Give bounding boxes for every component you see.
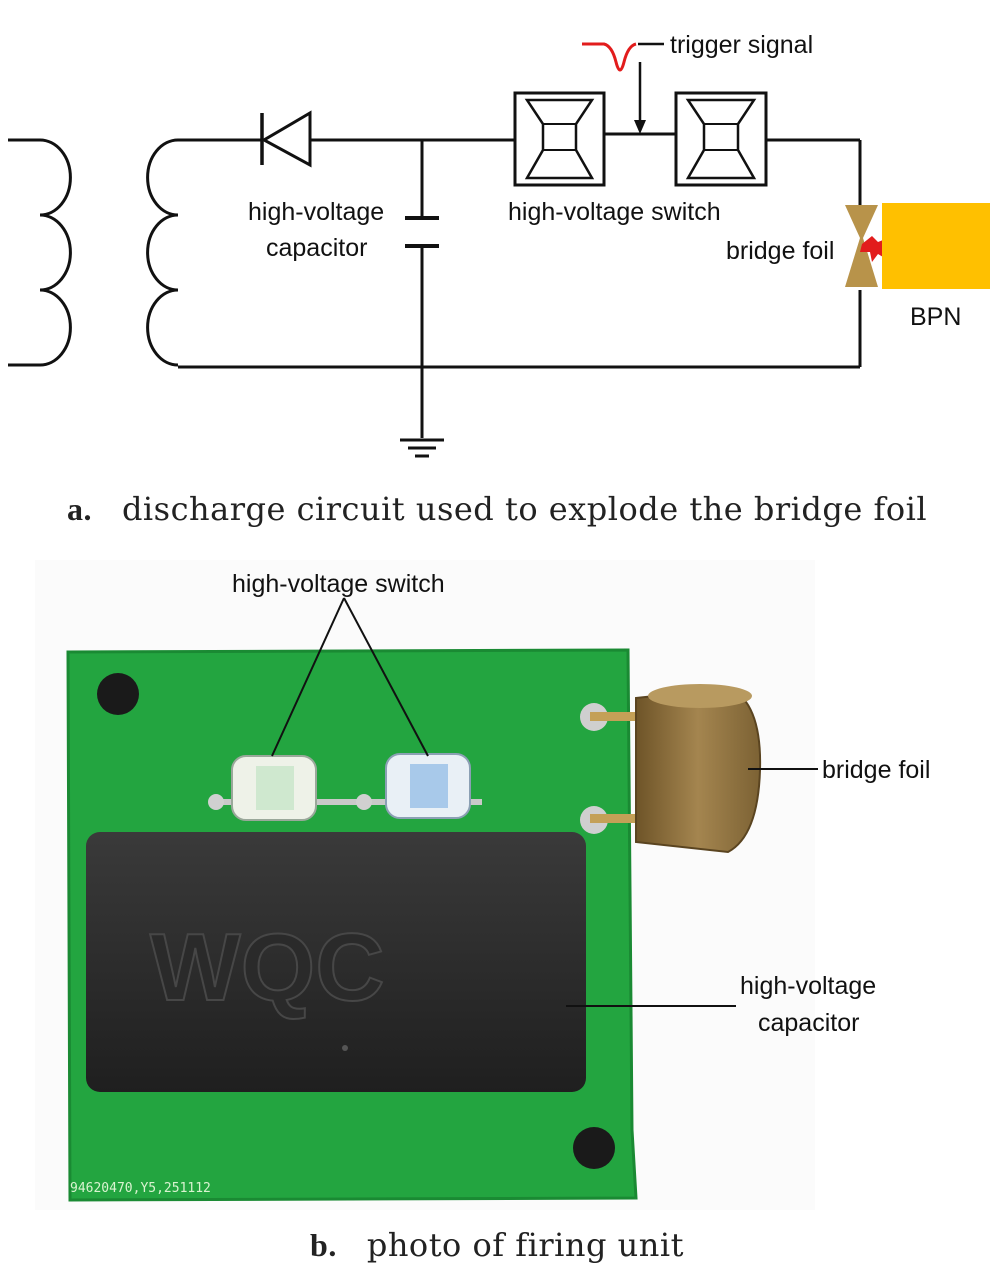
capacitor-block: WQC bbox=[86, 832, 586, 1092]
photo-label-capacitor-line2: capacitor bbox=[758, 1009, 859, 1037]
pcb-board: 94620470,Y5,251112 bbox=[66, 648, 638, 1202]
pointer-switch-2 bbox=[343, 597, 429, 757]
primary-coil bbox=[8, 138, 72, 367]
bpn-block bbox=[882, 203, 990, 289]
photo-label-bridge-foil: bridge foil bbox=[822, 756, 930, 784]
label-capacitor-line2: capacitor bbox=[266, 234, 367, 262]
circuit-diagram: trigger signal high-voltage switch high-… bbox=[8, 31, 990, 458]
mount-hole-bottom-right bbox=[573, 1127, 615, 1169]
ground-symbol bbox=[400, 438, 444, 458]
caption-a-letter: a. bbox=[66, 491, 92, 527]
capacitor-brand-text: WQC bbox=[150, 914, 385, 1021]
label-bridge-foil: bridge foil bbox=[726, 237, 834, 265]
caption-b-letter: b. bbox=[310, 1227, 337, 1263]
label-capacitor-line1: high-voltage bbox=[248, 198, 384, 226]
caption-a: a. discharge circuit used to explode the … bbox=[0, 490, 994, 528]
bridge-foil-connector bbox=[580, 684, 762, 854]
caption-b: b. photo of firing unit bbox=[0, 1226, 994, 1264]
switch-2-symbol bbox=[674, 91, 768, 187]
trigger-pulse-icon bbox=[582, 42, 637, 72]
switch-component-2 bbox=[356, 753, 482, 819]
photo-label-switch: high-voltage switch bbox=[232, 570, 445, 598]
mount-hole-top-left bbox=[97, 673, 139, 715]
pointer-switch-1 bbox=[271, 597, 345, 757]
caption-b-text: photo of firing unit bbox=[366, 1226, 684, 1264]
photo-label-capacitor-line1: high-voltage bbox=[740, 972, 876, 1000]
board-print-text: 94620470,Y5,251112 bbox=[70, 1181, 211, 1196]
diode-symbol bbox=[260, 110, 312, 168]
caption-a-text: discharge circuit used to explode the br… bbox=[121, 490, 928, 528]
label-trigger-signal: trigger signal bbox=[670, 31, 813, 59]
secondary-coil bbox=[146, 138, 179, 367]
bridge-foil-symbol bbox=[845, 205, 896, 287]
label-high-voltage-switch: high-voltage switch bbox=[508, 198, 721, 226]
switch-component-1 bbox=[208, 755, 360, 821]
switch-1-symbol bbox=[513, 91, 606, 187]
label-bpn: BPN bbox=[910, 303, 961, 331]
